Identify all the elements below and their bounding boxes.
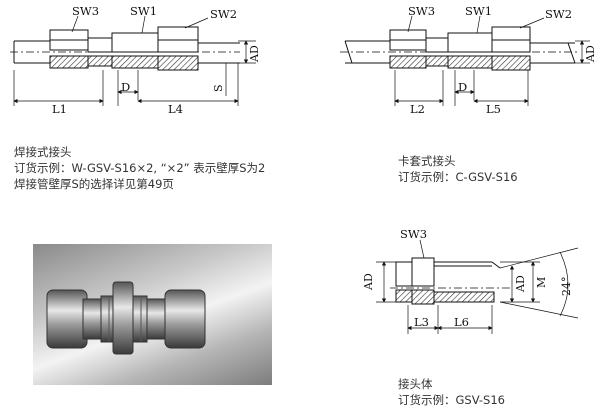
caption-title: 接头体 [398,377,433,391]
caption-order-example: 订货示例：W-GSV-S16×2, “×2” 表示壁厚S为2 [14,161,266,175]
caption-title: 焊接式接头 [14,145,72,159]
caption-order-example: 订货示例：C-GSV-S16 [398,170,518,184]
label-sw2: SW2 [210,7,237,21]
label-ad: AD [248,45,261,63]
caption-order-example: 订货示例：GSV-S16 [398,393,505,407]
label-sw3: SW3 [72,4,99,18]
label-l4: L4 [168,102,183,116]
caption-note: 焊接管壁厚S的选择详见第49页 [14,177,174,191]
label-l3: L3 [414,315,429,329]
label-sw2: SW2 [545,7,572,21]
label-ad: AD [362,273,375,291]
caption-compression: 卡套式接头 订货示例：C-GSV-S16 [398,153,518,185]
label-l6: L6 [454,315,469,329]
label-d: D [121,80,130,94]
label-s: S [212,84,225,92]
caption-title: 卡套式接头 [398,154,456,168]
drawing-welded-fitting [10,15,256,106]
label-angle: 24° [560,277,573,297]
label-sw1: SW1 [130,4,157,18]
label-l2: L2 [410,102,425,116]
drawing-compression-fitting [340,15,590,106]
label-sw3: SW3 [400,227,427,241]
label-l1: L1 [52,102,67,116]
fitting-photo-illustration [46,281,206,355]
label-sw3: SW3 [408,4,435,18]
label-l5: L5 [486,102,501,116]
drawing-fitting-body [376,239,579,334]
label-ad: AD [584,45,597,63]
label-ad: AD [514,275,527,293]
label-m: M [535,277,548,288]
caption-body: 接头体 订货示例：GSV-S16 [398,376,505,408]
label-sw1: SW1 [465,4,492,18]
label-d: D [458,80,467,94]
product-photo [33,244,272,385]
caption-welded: 焊接式接头 订货示例：W-GSV-S16×2, “×2” 表示壁厚S为2 焊接管… [14,144,265,192]
